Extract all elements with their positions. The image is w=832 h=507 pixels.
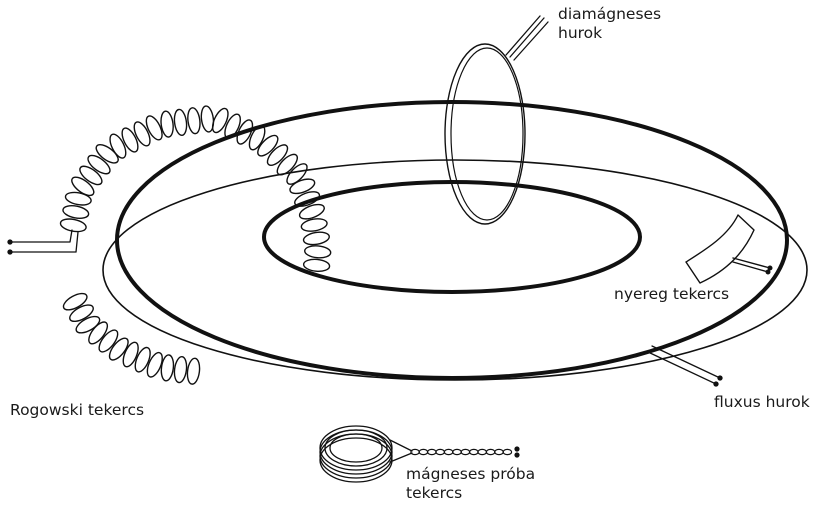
rogowski-coil-turn — [186, 358, 201, 385]
rogowski-coil-lower — [61, 290, 201, 385]
magnetic-probe-label-line2: tekercs — [406, 484, 535, 503]
rogowski-coil-label: Rogowski tekercs — [10, 401, 144, 420]
flux-loop — [648, 346, 722, 386]
rogowski-coil-turn — [119, 126, 141, 155]
rogowski-coil-turn — [264, 142, 291, 169]
rogowski-coil-turn — [173, 356, 188, 383]
rogowski-coil-turn — [293, 189, 321, 209]
diamagnetic-loop-label-line1: diamágneses — [558, 5, 661, 24]
diamagnetic-loop — [445, 16, 548, 224]
rogowski-coil-turn — [222, 112, 244, 141]
twisted-lead-segment — [461, 449, 469, 454]
magnetic-probe-twisted-leads — [411, 447, 519, 457]
twisted-lead-segment — [419, 449, 427, 454]
rogowski-coil-turn — [85, 152, 113, 177]
twisted-lead-segment — [495, 449, 503, 454]
rogowski-coil-turn — [246, 123, 268, 152]
rogowski-coil-turn — [186, 107, 201, 134]
rogowski-coil-turn — [64, 190, 92, 206]
rogowski-coil-upper — [59, 105, 331, 272]
twisted-lead-segment — [486, 449, 494, 454]
flux-loop-label: fluxus hurok — [714, 393, 810, 412]
rogowski-coil-turn — [173, 109, 188, 136]
twisted-lead-segment — [436, 449, 444, 454]
rogowski-coil-turn — [106, 335, 131, 363]
rogowski-coil-turn — [62, 204, 90, 220]
lead-terminal — [515, 453, 519, 457]
rogowski-coil-turn — [303, 230, 331, 246]
rogowski-coil-turn — [209, 106, 231, 135]
magnetic-probe-label: mágneses próba tekercs — [406, 465, 535, 503]
rogowski-coil-turn — [96, 327, 121, 355]
torus-outer-edge — [117, 102, 787, 378]
diamagnetic-loop-label-line2: hurok — [558, 24, 661, 43]
lead-terminal — [515, 447, 519, 451]
magnetic-probe-coil — [320, 426, 412, 482]
rogowski-coil-turn — [93, 141, 121, 166]
twisted-lead-segment — [470, 449, 478, 454]
twisted-lead-segment — [428, 449, 436, 454]
diamagnetic-loop-label: diamágneses hurok — [558, 5, 661, 43]
twisted-lead-segment — [453, 449, 461, 454]
rogowski-coil-turn — [77, 163, 105, 188]
rogowski-leads — [8, 230, 78, 254]
rogowski-coil-turn — [107, 132, 129, 161]
twisted-lead-segment — [478, 449, 486, 454]
magnetic-probe-label-line1: mágneses próba — [406, 465, 535, 484]
rogowski-coil-turn — [304, 245, 331, 259]
rogowski-coil-turn — [131, 120, 153, 149]
rogowski-coil-turn — [59, 217, 87, 233]
rogowski-coil-turn — [288, 176, 316, 196]
saddle-coil — [686, 215, 772, 283]
torus-inner-hole — [264, 182, 640, 292]
twisted-lead-segment — [444, 449, 452, 454]
twisted-lead-segment — [503, 449, 511, 454]
twisted-lead-segment — [411, 449, 419, 454]
rogowski-coil-turn — [69, 174, 97, 199]
saddle-coil-label: nyereg tekercs — [614, 285, 729, 304]
